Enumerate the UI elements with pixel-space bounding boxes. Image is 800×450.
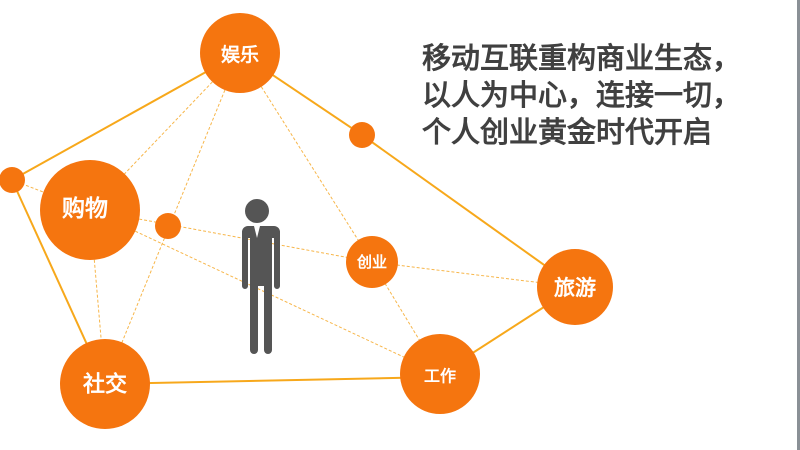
- small-dot-top-right: [349, 122, 375, 148]
- node-work: [400, 334, 480, 414]
- link-dot2-travel: [361, 134, 576, 288]
- node-startup: [346, 236, 398, 288]
- small-dot-middle: [155, 213, 181, 239]
- nodes: [0, 13, 613, 429]
- right-edge-bar: [797, 0, 800, 450]
- label-travel: 旅游: [554, 276, 596, 300]
- label-entertainment: 娱乐: [221, 43, 259, 66]
- small-dot-left: [0, 167, 25, 193]
- label-social: 社交: [83, 372, 127, 398]
- label-startup: 创业: [356, 253, 387, 271]
- node-travel: [537, 249, 613, 325]
- label-work: 工作: [424, 367, 456, 386]
- node-entertainment: [200, 13, 280, 93]
- headline: 移动互联重构商业生态， 以人为中心，连接一切， 个人创业黄金时代开启: [422, 40, 741, 151]
- link-entertainment-dot: [11, 52, 241, 181]
- headline-line-1: 移动互联重构商业生态，: [422, 41, 742, 75]
- person-icon: [240, 199, 280, 354]
- node-social: [60, 339, 150, 429]
- headline-line-3: 个人创业黄金时代开启: [422, 115, 713, 149]
- label-shopping: 购物: [62, 195, 108, 222]
- node-shopping: [40, 160, 140, 260]
- headline-line-2: 以人为中心，连接一切，: [422, 78, 742, 112]
- link-social-work: [104, 376, 441, 385]
